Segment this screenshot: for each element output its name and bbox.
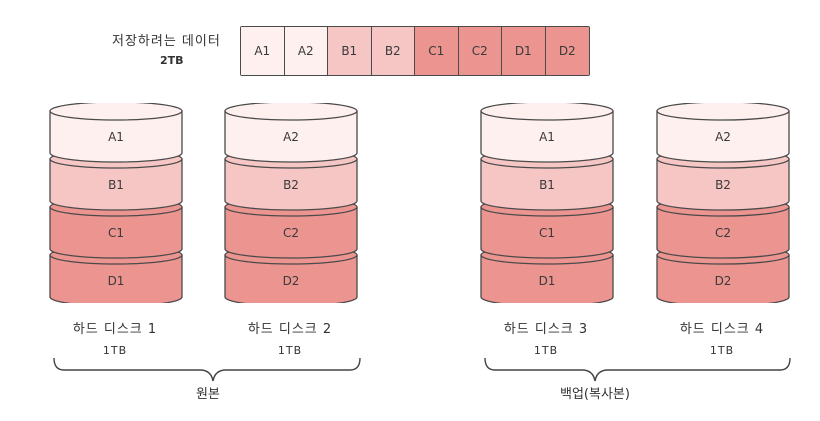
data-block-strip: A1 A2 B1 B2 C1 C2 D1 D2 [240,26,590,76]
disk-stack: D1 C1 B1 A1 [480,103,614,303]
disk-stack: D2 C2 B2 A2 [656,103,790,303]
disk-layer-label: C2 [715,226,731,240]
disk-layer-label: B1 [108,178,124,192]
data-block: C2 [458,27,502,75]
disk-layer: A1 [480,103,614,163]
original-brace [53,357,361,382]
disk-label: 하드 디스크 4 [679,322,765,337]
disk-layer: A1 [49,103,183,163]
disk-layer-label: B1 [539,178,555,192]
disk-layer-label: A2 [715,130,731,144]
data-block: C1 [415,27,459,75]
disk-layer-label: D2 [283,274,300,288]
disk-size: 1TB [102,344,128,357]
disk-layer-label: A1 [539,130,555,144]
data-block: B1 [328,27,372,75]
original-group-label: 원본 [196,387,220,402]
disk-size: 1TB [277,344,303,357]
data-block: A2 [284,27,328,75]
disk-layer-label: A1 [108,130,124,144]
disk-label: 하드 디스크 1 [72,322,158,337]
disk-layer-label: C2 [283,226,299,240]
disk-layer-label: D1 [539,274,556,288]
hard-disk-2: D2 C2 B2 A2 [222,103,360,303]
data-label: 저장하려는 데이터 [112,34,221,49]
disk-layer: A2 [224,103,358,163]
disk-layer-label: A2 [283,130,299,144]
data-size: 2TB [160,54,184,67]
data-block: D1 [502,27,546,75]
disk-layer: A2 [656,103,790,163]
backup-group-label: 백업(복사본) [560,387,630,402]
disk-stack: D2 C2 B2 A2 [224,103,358,303]
data-block: A1 [241,27,285,75]
disk-layer-label: C1 [539,226,555,240]
hard-disk-3: D1 C1 B1 A1 [478,103,616,303]
disk-size: 1TB [709,344,735,357]
data-block: D2 [545,27,589,75]
disk-layer-label: B2 [283,178,299,192]
disk-layer-label: B2 [715,178,731,192]
disk-layer-label: D2 [715,274,732,288]
backup-brace [484,357,791,382]
hard-disk-4: D2 C2 B2 A2 [654,103,792,303]
disk-label: 하드 디스크 3 [503,322,589,337]
disk-stack: D1 C1 B1 A1 [49,103,183,303]
disk-layer-label: C1 [108,226,124,240]
data-block: B2 [371,27,415,75]
disk-label: 하드 디스크 2 [247,322,333,337]
hard-disk-1: D1 C1 B1 A1 [47,103,185,303]
disk-layer-label: D1 [108,274,125,288]
disk-size: 1TB [533,344,559,357]
